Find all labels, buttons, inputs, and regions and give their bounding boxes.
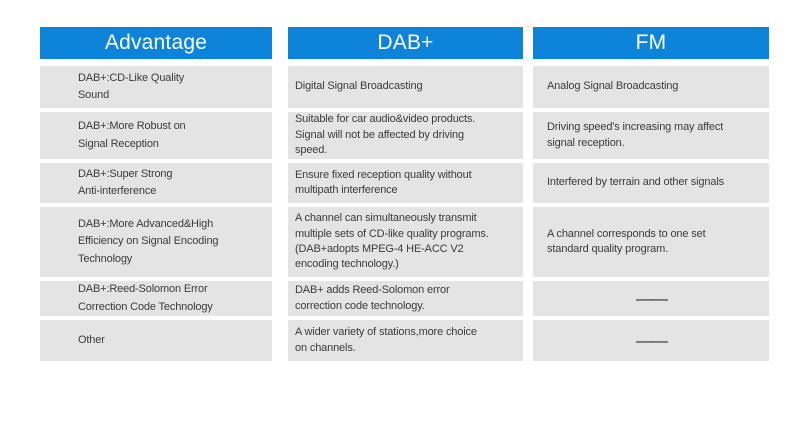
column-header-dab: DAB+ bbox=[288, 27, 523, 59]
table-cell: DAB+:Reed-Solomon Error Correction Code … bbox=[40, 281, 272, 316]
column-header-fm: FM bbox=[533, 27, 769, 59]
column-advantage: Advantage DAB+:CD-Like Quality Sound DAB… bbox=[40, 27, 272, 361]
column-dab: DAB+ Digital Signal Broadcasting Suitabl… bbox=[288, 27, 523, 361]
table-cell: A channel can simultaneously transmit mu… bbox=[288, 207, 523, 277]
table-cell: A channel corresponds to one set standar… bbox=[533, 207, 769, 277]
table-cell: DAB+ adds Reed-Solomon error correction … bbox=[288, 281, 523, 316]
table-cell: Ensure fixed reception quality without m… bbox=[288, 163, 523, 203]
table-cell: DAB+:CD-Like Quality Sound bbox=[40, 66, 272, 108]
column-header-advantage: Advantage bbox=[40, 27, 272, 59]
table-cell: Other bbox=[40, 320, 272, 361]
table-cell: DAB+:More Advanced&High Efficiency on Si… bbox=[40, 207, 272, 277]
table-cell-empty: —— bbox=[533, 281, 769, 316]
table-cell: A wider variety of stations,more choice … bbox=[288, 320, 523, 361]
table-cell: Suitable for car audio&video products. S… bbox=[288, 112, 523, 159]
dash-placeholder: —— bbox=[636, 331, 668, 350]
column-fm: FM Analog Signal Broadcasting Driving sp… bbox=[533, 27, 769, 361]
dash-placeholder: —— bbox=[636, 289, 668, 308]
table-cell: Interfered by terrain and other signals bbox=[533, 163, 769, 203]
table-cell: Analog Signal Broadcasting bbox=[533, 66, 769, 108]
table-cell-empty: —— bbox=[533, 320, 769, 361]
table-cell: DAB+:More Robust on Signal Reception bbox=[40, 112, 272, 159]
table-cell: Digital Signal Broadcasting bbox=[288, 66, 523, 108]
table-cell: DAB+:Super Strong Anti-interference bbox=[40, 163, 272, 203]
table-cell: Driving speed's increasing may affect si… bbox=[533, 112, 769, 159]
